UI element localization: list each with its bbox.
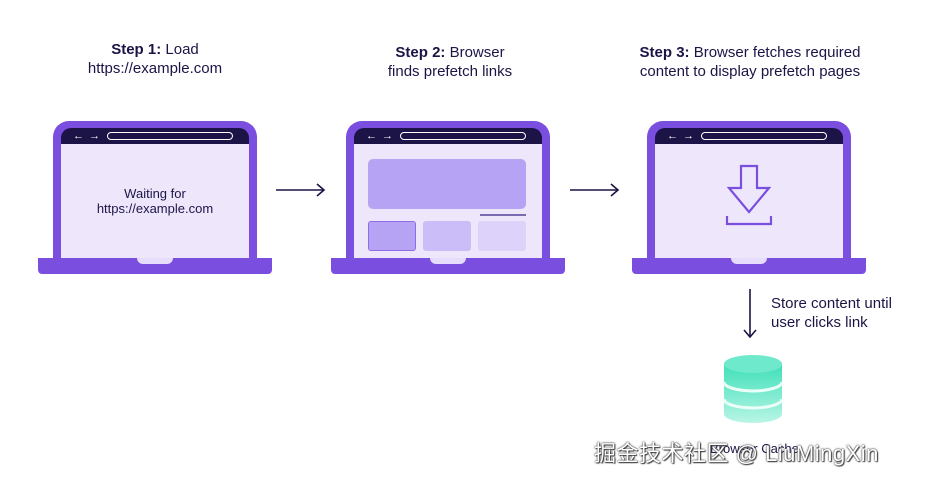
laptop-3-nav-arrows-icon: ← → bbox=[667, 130, 696, 142]
laptop-3-url-bar bbox=[701, 132, 827, 140]
laptop-step-2: ← → bbox=[331, 121, 565, 274]
step-2-title: Step 2: Browser finds prefetch links bbox=[350, 43, 550, 81]
laptop-3-base bbox=[632, 258, 866, 274]
arrow-right-icon bbox=[570, 183, 620, 197]
laptop-1-display: Waiting for https://example.com bbox=[61, 144, 249, 258]
step-1-title: Step 1: Load https://example.com bbox=[60, 40, 250, 78]
arrow-right-icon bbox=[276, 183, 326, 197]
prefetch-card-1 bbox=[368, 221, 416, 251]
watermark-text: 掘金技术社区 @ LiuMingXin bbox=[594, 441, 879, 466]
laptop-1-base bbox=[38, 258, 272, 274]
browser-cache-label: Browser Cache bbox=[710, 441, 799, 456]
waiting-line1: Waiting for bbox=[124, 186, 186, 201]
laptop-1-nav-arrows-icon: ← → bbox=[73, 130, 102, 142]
prefetch-hero-block bbox=[368, 159, 526, 209]
laptop-2-base bbox=[331, 258, 565, 274]
download-icon bbox=[725, 164, 773, 226]
laptop-1-notch bbox=[137, 258, 173, 264]
laptop-3-notch bbox=[731, 258, 767, 264]
laptop-step-3: ← → bbox=[632, 121, 866, 274]
step-3-label: Step 3: bbox=[639, 44, 690, 61]
store-content-note: Store content until user clicks link bbox=[771, 294, 892, 332]
step-2-text-line1: Browser bbox=[449, 44, 505, 61]
laptop-1-topbar: ← → bbox=[61, 128, 249, 144]
laptop-2-screen: ← → bbox=[346, 121, 550, 258]
step-3-text-line2: content to display prefetch pages bbox=[639, 63, 861, 80]
laptop-3-display bbox=[655, 144, 843, 258]
laptop-2-display bbox=[354, 144, 542, 258]
laptop-2-url-bar bbox=[400, 132, 526, 140]
waiting-line2: https://example.com bbox=[96, 201, 214, 216]
step-2-text-line2: finds prefetch links bbox=[387, 63, 513, 80]
arrow-down-icon bbox=[743, 289, 757, 339]
step-3-title: Step 3: Browser fetches required content… bbox=[620, 43, 880, 81]
laptop-step-1: ← → Waiting for https://example.com bbox=[38, 121, 272, 274]
laptop-1-screen: ← → Waiting for https://example.com bbox=[53, 121, 257, 258]
step-1-text-line1: Load bbox=[165, 41, 199, 58]
laptop-2-notch bbox=[430, 258, 466, 264]
step-3-text-line1: Browser fetches required bbox=[693, 44, 861, 61]
store-note-line1: Store content until bbox=[771, 295, 892, 312]
laptop-3-screen: ← → bbox=[647, 121, 851, 258]
step-1-text-line2: https://example.com bbox=[87, 60, 223, 77]
database-cache-icon bbox=[722, 355, 784, 423]
laptop-2-nav-arrows-icon: ← → bbox=[366, 130, 395, 142]
prefetch-underline bbox=[480, 214, 526, 216]
laptop-3-topbar: ← → bbox=[655, 128, 843, 144]
waiting-text: Waiting for https://example.com bbox=[61, 186, 249, 216]
step-2-label: Step 2: bbox=[395, 44, 446, 61]
laptop-2-topbar: ← → bbox=[354, 128, 542, 144]
laptop-1-url-bar bbox=[107, 132, 233, 140]
step-1-label: Step 1: bbox=[111, 41, 162, 58]
prefetch-card-3 bbox=[478, 221, 526, 251]
prefetch-card-2 bbox=[423, 221, 471, 251]
store-note-line2: user clicks link bbox=[771, 314, 868, 331]
